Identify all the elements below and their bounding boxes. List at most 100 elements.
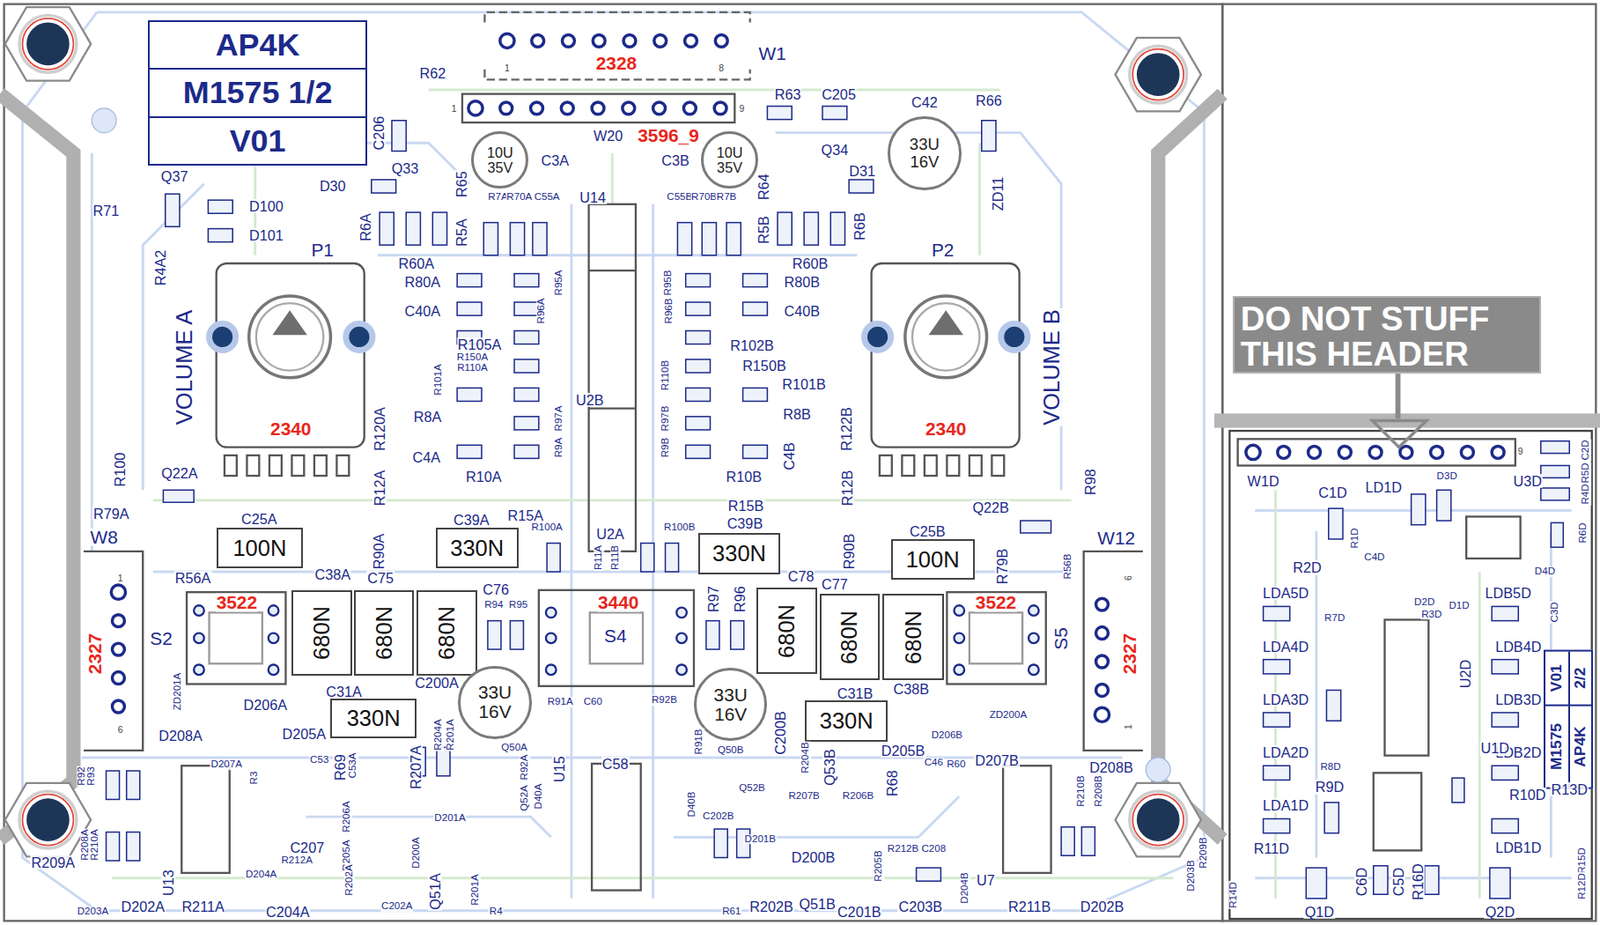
part-label: R5A	[454, 217, 469, 248]
part-label: C75	[366, 570, 395, 585]
part-label: R100	[111, 451, 126, 488]
part-label: R122B	[839, 405, 854, 452]
part-label: R202B	[748, 899, 795, 914]
part-label: 9	[738, 104, 746, 114]
part-label: D208B	[1088, 759, 1135, 775]
part-label: R9B	[660, 435, 671, 458]
part-label: R66	[974, 92, 1003, 107]
part-label: R150B	[741, 358, 788, 373]
part-label: D208A	[157, 728, 204, 743]
part-label: Q52A	[519, 783, 531, 812]
capacitor-box: 330N	[330, 698, 416, 738]
node-text: 330N	[449, 535, 504, 561]
node-text: 680N	[774, 604, 800, 658]
part-label: R1D	[1349, 526, 1361, 549]
part-label: R11B	[610, 544, 621, 571]
part-label: C38A	[313, 567, 352, 582]
part-label: C200A	[413, 675, 460, 690]
part-label: R110A	[456, 363, 489, 375]
part-label: R10B	[724, 469, 763, 484]
part-label: R95A	[553, 269, 565, 297]
node-text: 100N	[906, 546, 960, 573]
part-label: 2327	[85, 631, 104, 674]
capacitor-box: 330N	[698, 532, 782, 576]
node-text: 680N	[434, 605, 460, 660]
part-label: D3D	[1436, 471, 1459, 482]
part-label: R211B	[1007, 899, 1052, 914]
part-label: W1	[758, 44, 788, 64]
part-label: LDA1D	[1261, 797, 1310, 812]
mounting-hole	[1115, 782, 1202, 856]
part-label: R92	[76, 765, 88, 786]
part-label: D207B	[973, 752, 1020, 767]
part-label: C77	[820, 576, 849, 591]
node-text: 330N	[346, 705, 401, 731]
board-id-box: M1575V01AP4K2/2	[1543, 649, 1593, 789]
node-text: 10U	[716, 145, 744, 161]
part-label: C206	[371, 114, 386, 151]
capacitor-box: 680N	[416, 589, 479, 676]
part-label: R2D	[1291, 560, 1322, 575]
part-label: LDA3D	[1261, 692, 1310, 707]
part-label: Q51A	[427, 871, 443, 910]
part-label: R204A	[433, 718, 444, 752]
part-label: U2D	[1458, 658, 1473, 689]
node-text: V01	[149, 116, 366, 164]
electrolytic-capacitor: 10U35V	[471, 131, 529, 189]
mounting-hole	[5, 7, 91, 81]
node-text: 33U	[478, 682, 512, 702]
part-label: R5B	[756, 214, 771, 245]
part-label: C4A	[412, 449, 443, 465]
capacitor-box: 330N	[804, 700, 888, 743]
part-label: 2327	[1120, 631, 1139, 674]
part-label: C207	[288, 840, 325, 855]
part-label: LDB3D	[1494, 692, 1542, 707]
part-label: 3522	[974, 592, 1018, 612]
rail	[1157, 94, 1223, 840]
part-label: D203B	[1187, 859, 1198, 893]
part-label: R69	[332, 753, 347, 782]
part-label: C40B	[783, 303, 822, 318]
part-label: C3B	[660, 153, 691, 168]
capacitor-box: 330N	[435, 527, 519, 568]
part-label: LDB5D	[1484, 585, 1533, 600]
part-label: C42	[910, 95, 939, 110]
part-label: R14D	[1228, 880, 1239, 909]
node-text: 680N	[371, 605, 398, 660]
part-label: 1	[450, 104, 458, 114]
part-label: U1D	[1479, 740, 1510, 755]
part-label: W1D	[1246, 473, 1281, 488]
part-label: W20	[592, 128, 624, 143]
part-label: R210B	[1076, 774, 1088, 807]
part-label: Q50A	[500, 743, 529, 754]
part-label: Q34	[820, 142, 850, 157]
part-label: R97A	[553, 405, 565, 433]
part-label: R70A	[505, 191, 533, 203]
part-label: R211A	[180, 899, 225, 914]
warning-banner: DO NOT STUFF THIS HEADER	[1232, 295, 1542, 374]
part-label: R92A	[519, 753, 531, 782]
part-label: R8A	[412, 409, 443, 424]
part-label: R212A	[280, 855, 314, 866]
part-label: R91B	[693, 728, 705, 756]
part-label: C200B	[773, 709, 788, 756]
part-label: R10D	[1508, 786, 1547, 801]
part-label: C53A	[347, 752, 359, 780]
part-label: R150A	[456, 352, 489, 363]
part-label: R60A	[397, 256, 436, 271]
part-label: D204A	[244, 869, 278, 880]
part-label: S4	[603, 626, 628, 645]
part-label: R93	[86, 765, 97, 786]
node-text: 680N	[309, 605, 335, 660]
part-label: Q2D	[1484, 904, 1516, 919]
part-label: C3D	[1549, 601, 1561, 624]
part-label: C201B	[836, 904, 883, 919]
node-text: 35V	[716, 160, 743, 176]
part-label: LDA2D	[1261, 744, 1310, 760]
part-label: R16D	[1409, 862, 1424, 900]
part-label: ZD201A	[172, 670, 184, 710]
node-text: M1575 1/2	[149, 67, 366, 116]
part-label: D207A	[210, 759, 244, 770]
part-label: W12	[1096, 528, 1136, 547]
